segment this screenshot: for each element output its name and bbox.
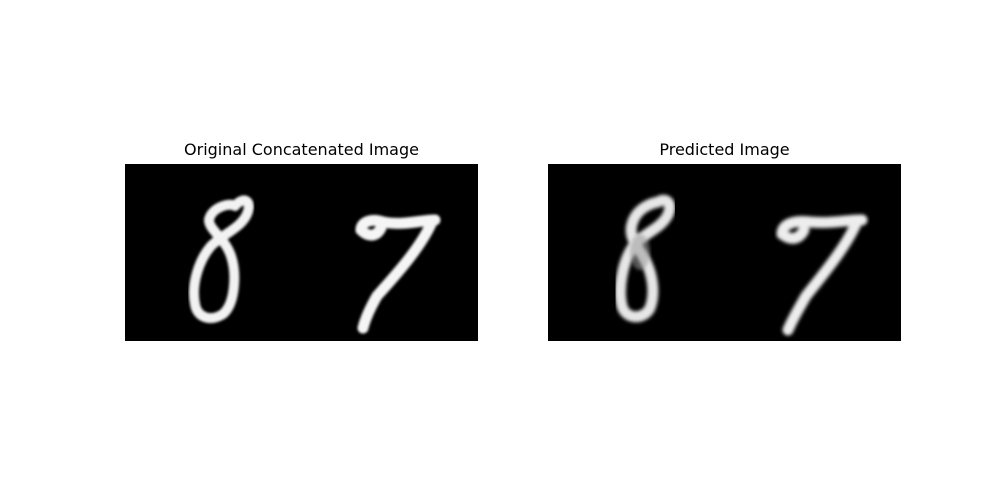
predicted-image (548, 164, 901, 341)
digit-seven-predicted (776, 214, 868, 336)
digit-eight-predicted (614, 194, 676, 323)
predicted-image-title: Predicted Image (659, 140, 790, 159)
original-concatenated-image (125, 164, 478, 341)
original-image-title: Original Concatenated Image (184, 140, 419, 159)
digit-seven-original (355, 214, 441, 334)
digit-eight-predicted-shading (630, 234, 650, 270)
digit-eight-original (189, 195, 254, 324)
